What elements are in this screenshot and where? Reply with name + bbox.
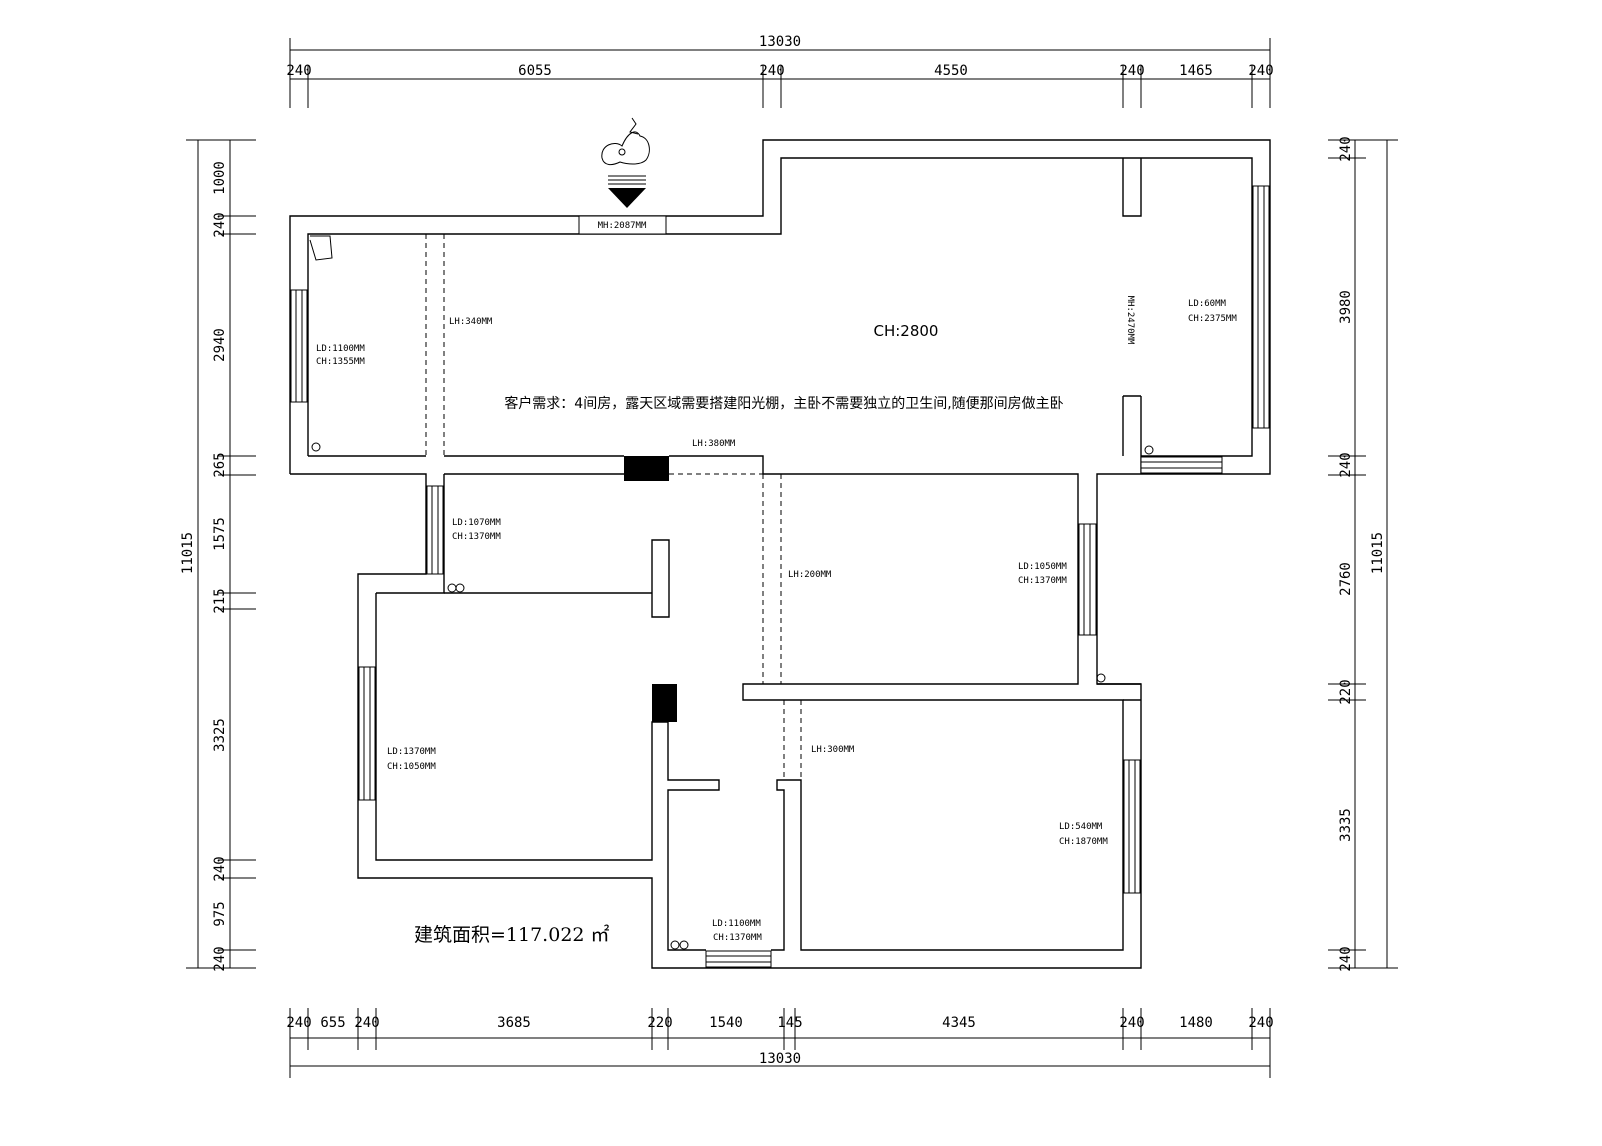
- left-seg-5: 1575: [212, 517, 228, 551]
- bottom-total-label: 13030: [759, 1051, 801, 1067]
- window-ld-label: LD:1100MM: [316, 344, 365, 354]
- bottom-seg-7: 145: [777, 1015, 802, 1031]
- left-seg-7: 3325: [212, 718, 228, 752]
- window-ld-label: LD:60MM: [1188, 299, 1227, 309]
- top-seg-1: 240: [286, 63, 311, 79]
- bottom-seg-8: 4345: [942, 1015, 976, 1031]
- beam-height-label: LH:300MM: [811, 745, 855, 755]
- right-seg-1: 240: [1338, 136, 1354, 161]
- bottom-seg-9: 240: [1119, 1015, 1144, 1031]
- window-ch-label: CH:1050MM: [387, 762, 436, 772]
- bottom-seg-11: 240: [1248, 1015, 1273, 1031]
- right-seg-4: 2760: [1338, 562, 1354, 596]
- left-seg-2: 240: [212, 212, 228, 237]
- window-ld-label: LD:540MM: [1059, 822, 1103, 832]
- beam-height-label: LH:380MM: [692, 439, 736, 449]
- left-seg-6: 215: [212, 588, 228, 613]
- compass-icon: [601, 117, 650, 208]
- left-seg-8: 240: [212, 856, 228, 881]
- top-seg-6: 1465: [1179, 63, 1213, 79]
- column-block: [652, 684, 677, 722]
- beam-lines: [425, 234, 1078, 780]
- window-ch-label: CH:1355MM: [316, 357, 365, 367]
- right-total-label: 11015: [1370, 532, 1386, 574]
- bottom-seg-6: 1540: [709, 1015, 743, 1031]
- left-seg-3: 2940: [212, 328, 228, 362]
- window-ld-label: LD:1050MM: [1018, 562, 1067, 572]
- top-dimension-lines: [289, 38, 1271, 108]
- windows: [290, 185, 1270, 968]
- right-seg-7: 240: [1338, 946, 1354, 971]
- mh-top-label: MH:2087MM: [598, 221, 647, 231]
- mh-right-label: MH:2470MM: [1125, 296, 1135, 345]
- drain-icon: [311, 442, 1154, 950]
- client-requirement-note: 客户需求：4间房，露天区域需要搭建阳光棚，主卧不需要独立的卫生间,随便那间房做主…: [504, 395, 1063, 412]
- window-ld-label: LD:1070MM: [452, 518, 501, 528]
- corner-fixture-icon: [309, 235, 333, 261]
- bottom-seg-1: 240: [286, 1015, 311, 1031]
- window-ch-label: CH:1370MM: [452, 532, 501, 542]
- ceiling-height-label: CH:2800: [874, 322, 939, 340]
- column-block: [624, 456, 669, 481]
- bottom-seg-10: 1480: [1179, 1015, 1213, 1031]
- right-seg-5: 220: [1338, 679, 1354, 704]
- walls: [289, 139, 1271, 969]
- top-seg-5: 240: [1119, 63, 1144, 79]
- building-area-label: 建筑面积=117.022 ㎡: [414, 923, 610, 946]
- right-seg-6: 3335: [1338, 808, 1354, 842]
- left-seg-10: 240: [212, 946, 228, 971]
- window-ch-label: CH:2375MM: [1188, 314, 1237, 324]
- bottom-seg-5: 220: [647, 1015, 672, 1031]
- window-ld-label: LD:1370MM: [387, 747, 436, 757]
- left-seg-1: 1000: [212, 161, 228, 195]
- right-seg-2: 3980: [1338, 290, 1354, 324]
- bottom-seg-2: 655: [320, 1015, 345, 1031]
- left-seg-4: 265: [212, 452, 228, 477]
- right-dimension-lines: [1328, 139, 1398, 969]
- top-total-label: 13030: [759, 34, 801, 50]
- right-seg-3: 240: [1338, 452, 1354, 477]
- left-seg-9: 975: [212, 901, 228, 926]
- window-ch-label: CH:1370MM: [713, 933, 762, 943]
- window-ch-label: CH:1870MM: [1059, 837, 1108, 847]
- bottom-seg-4: 3685: [497, 1015, 531, 1031]
- top-seg-7: 240: [1248, 63, 1273, 79]
- bottom-seg-3: 240: [354, 1015, 379, 1031]
- beam-height-label: LH:340MM: [449, 317, 493, 327]
- top-seg-2: 6055: [518, 63, 552, 79]
- top-seg-4: 4550: [934, 63, 968, 79]
- left-dimension-lines: [186, 139, 256, 969]
- top-seg-3: 240: [759, 63, 784, 79]
- bottom-dimension-lines: [289, 1008, 1271, 1078]
- left-total-label: 11015: [180, 532, 196, 574]
- window-ld-label: LD:1100MM: [712, 919, 761, 929]
- window-ch-label: CH:1370MM: [1018, 576, 1067, 586]
- beam-height-label: LH:200MM: [788, 570, 832, 580]
